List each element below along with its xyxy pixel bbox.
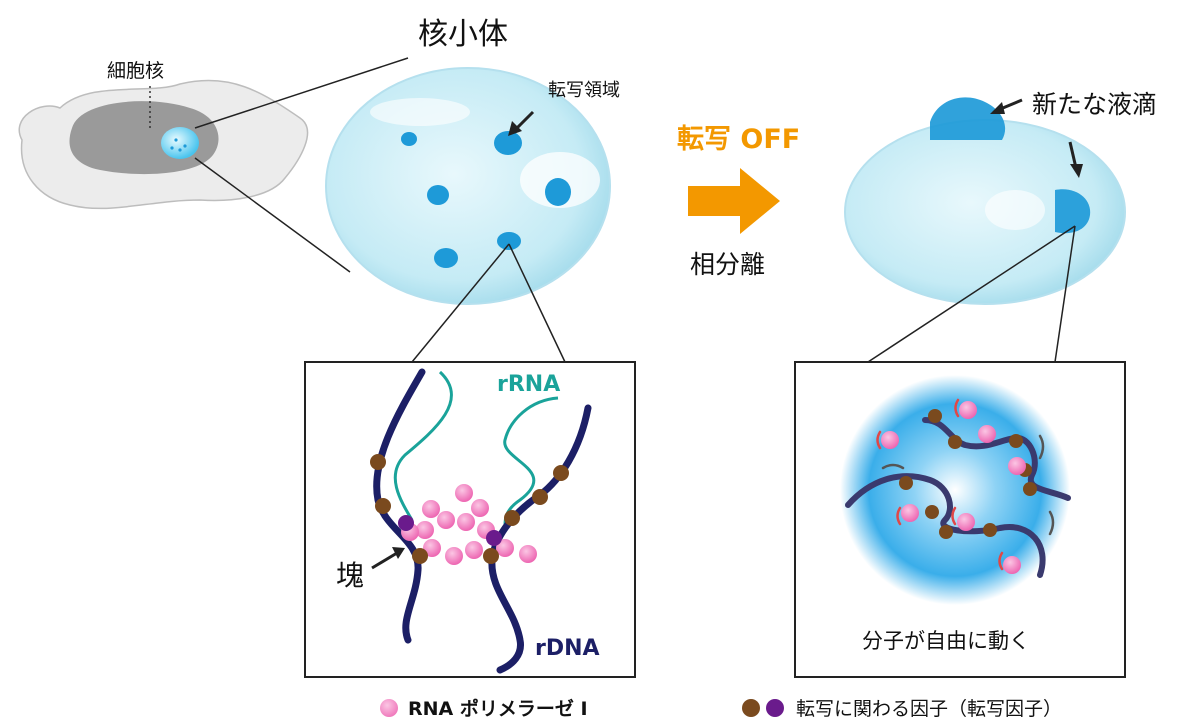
cluster-arrow: [371, 551, 398, 570]
free-motion-zoom-box: [794, 361, 1126, 678]
transcription-off-label: 転写 OFF: [677, 124, 801, 155]
transcription-spot: [401, 132, 417, 146]
transcription-spot: [434, 248, 458, 268]
transcription-spot: [545, 178, 571, 206]
pol1-legend-dot: [380, 698, 398, 717]
zoom-line-upper: [194, 57, 409, 129]
legend-pol1: RNA ポリメラーゼ I: [380, 694, 588, 721]
transcription-zoom-box: [304, 361, 636, 678]
factors-legend-label: 転写に関わる因子（転写因子）: [796, 698, 1063, 720]
factor-beads: [370, 454, 569, 564]
rrna-strand: [393, 370, 453, 521]
cluster-label: 塊: [336, 559, 365, 592]
factor-brown-dot: [742, 698, 760, 717]
zoom-line-left: [411, 243, 510, 363]
transition-arrow: [688, 168, 780, 234]
small-nucleolus: [161, 127, 199, 159]
droplet-glow: [840, 375, 1070, 605]
zoom-line-lower: [194, 157, 351, 273]
pol1-legend-label: RNA ポリメラーゼ I: [408, 698, 588, 720]
transcription-spot: [494, 131, 522, 155]
legend-factors: 転写に関わる因子（転写因子）: [742, 694, 1062, 721]
transcription-spot: [497, 232, 521, 250]
zoom-line-left-2: [867, 225, 1076, 363]
nucleolus-droplet-off: [844, 97, 1126, 363]
rdna-label: rDNA: [535, 636, 600, 661]
transcription-spot: [427, 185, 449, 205]
new-droplet-top: [930, 97, 1006, 140]
droplet-arrow-2: [1068, 141, 1078, 169]
nucleus-label: 細胞核: [107, 60, 165, 82]
new-droplet-right: [1055, 189, 1091, 234]
rdna-strand: [373, 368, 426, 644]
new-droplet-label: 新たな液滴: [1032, 90, 1158, 119]
cell-illustration: [18, 57, 409, 273]
nucleolus-label: 核小体: [418, 17, 508, 52]
nucleolus-droplet: [325, 67, 611, 363]
phase-separation-label: 相分離: [690, 250, 766, 279]
zoom-line-right: [508, 243, 566, 363]
transcription-region-label: 転写領域: [548, 80, 620, 101]
rdna-strand: [845, 473, 1046, 578]
free-motion-label: 分子が自由に動く: [862, 629, 1030, 653]
zoom-line-right-2: [1054, 225, 1076, 363]
rrna-label: rRNA: [497, 372, 561, 397]
factor-purple-dot: [766, 698, 784, 717]
